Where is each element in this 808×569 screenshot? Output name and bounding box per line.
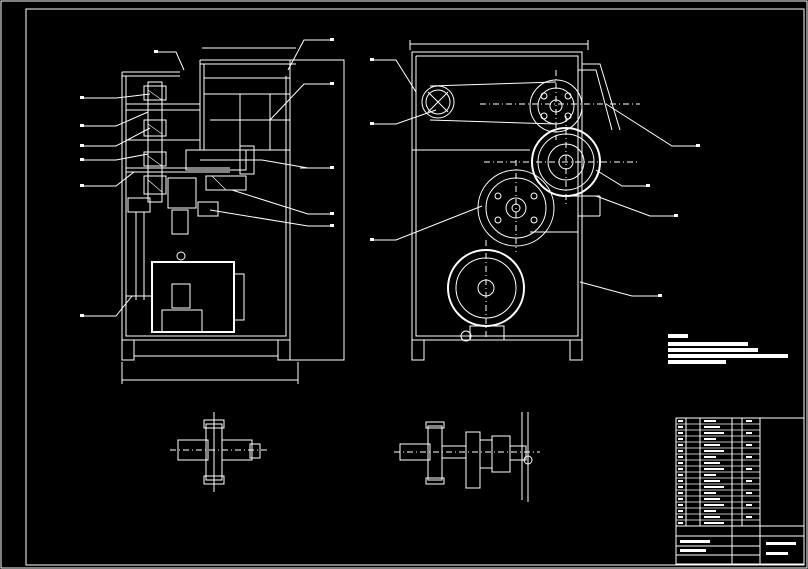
- bom-cell-mark: [704, 444, 720, 446]
- bom-cell-mark: [678, 444, 683, 446]
- bom-cell-mark: [678, 468, 683, 470]
- inner-frame: [25, 8, 805, 566]
- bom-table: [675, 417, 805, 527]
- bom-cell-mark: [678, 456, 683, 458]
- front-hatching: [147, 89, 227, 193]
- bom-cell-mark: [678, 492, 683, 494]
- bom-cell-mark: [704, 420, 716, 422]
- bom-cell-mark: [678, 498, 683, 500]
- bom-cell-mark: [746, 504, 752, 506]
- bom-cell-mark: [678, 522, 683, 524]
- shaft-detail-left: [170, 412, 268, 492]
- bom-cell-mark: [704, 504, 724, 506]
- bom-cell-mark: [704, 462, 720, 464]
- bom-cell-mark: [678, 438, 683, 440]
- title-block: [675, 525, 805, 565]
- bom-cell-mark: [746, 516, 752, 518]
- bom-cell-mark: [746, 420, 752, 422]
- leader-lines: [80, 39, 700, 317]
- bom-cell-mark: [746, 444, 752, 446]
- bom-cell-mark: [704, 522, 724, 524]
- center-lines: [480, 70, 640, 340]
- bom-cell-mark: [678, 504, 683, 506]
- bom-cell-mark: [678, 426, 683, 428]
- bom-cell-mark: [746, 492, 752, 494]
- bom-cell-mark: [678, 432, 683, 434]
- bom-cell-mark: [704, 468, 724, 470]
- front-section-view: [121, 59, 345, 361]
- bom-cell-mark: [704, 456, 716, 458]
- motor-fan-icon: [176, 251, 186, 261]
- shaft-detail-right: [394, 412, 540, 502]
- bom-cell-mark: [746, 432, 752, 434]
- bom-cell-mark: [746, 480, 752, 482]
- dimension-lines: [121, 40, 589, 384]
- bom-cell-mark: [746, 468, 752, 470]
- balloon-marks: [80, 38, 700, 317]
- bom-cell-mark: [704, 492, 716, 494]
- bom-cell-mark: [678, 480, 683, 482]
- bom-cell-mark: [704, 510, 716, 512]
- bom-cell-mark: [704, 498, 720, 500]
- small-pulley-icon: [421, 85, 455, 119]
- notes-block: [668, 334, 788, 364]
- bom-cell-mark: [704, 480, 720, 482]
- bom-cell-mark: [704, 438, 716, 440]
- bom-cell-mark: [704, 474, 716, 476]
- bom-cell-mark: [678, 486, 683, 488]
- bom-cell-mark: [678, 516, 683, 518]
- bom-cell-mark: [704, 486, 724, 488]
- bom-cell-mark: [678, 450, 683, 452]
- bom-cell-mark: [678, 462, 683, 464]
- bom-cell-mark: [678, 420, 683, 422]
- bom-cell-mark: [704, 426, 720, 428]
- bom-cell-mark: [704, 516, 720, 518]
- bom-cell-mark: [678, 474, 683, 476]
- bom-cell-mark: [704, 450, 724, 452]
- motor-body: [151, 261, 235, 333]
- bom-cell-mark: [704, 432, 724, 434]
- bom-cell-mark: [746, 456, 752, 458]
- side-view: [411, 51, 621, 361]
- bom-cell-mark: [678, 510, 683, 512]
